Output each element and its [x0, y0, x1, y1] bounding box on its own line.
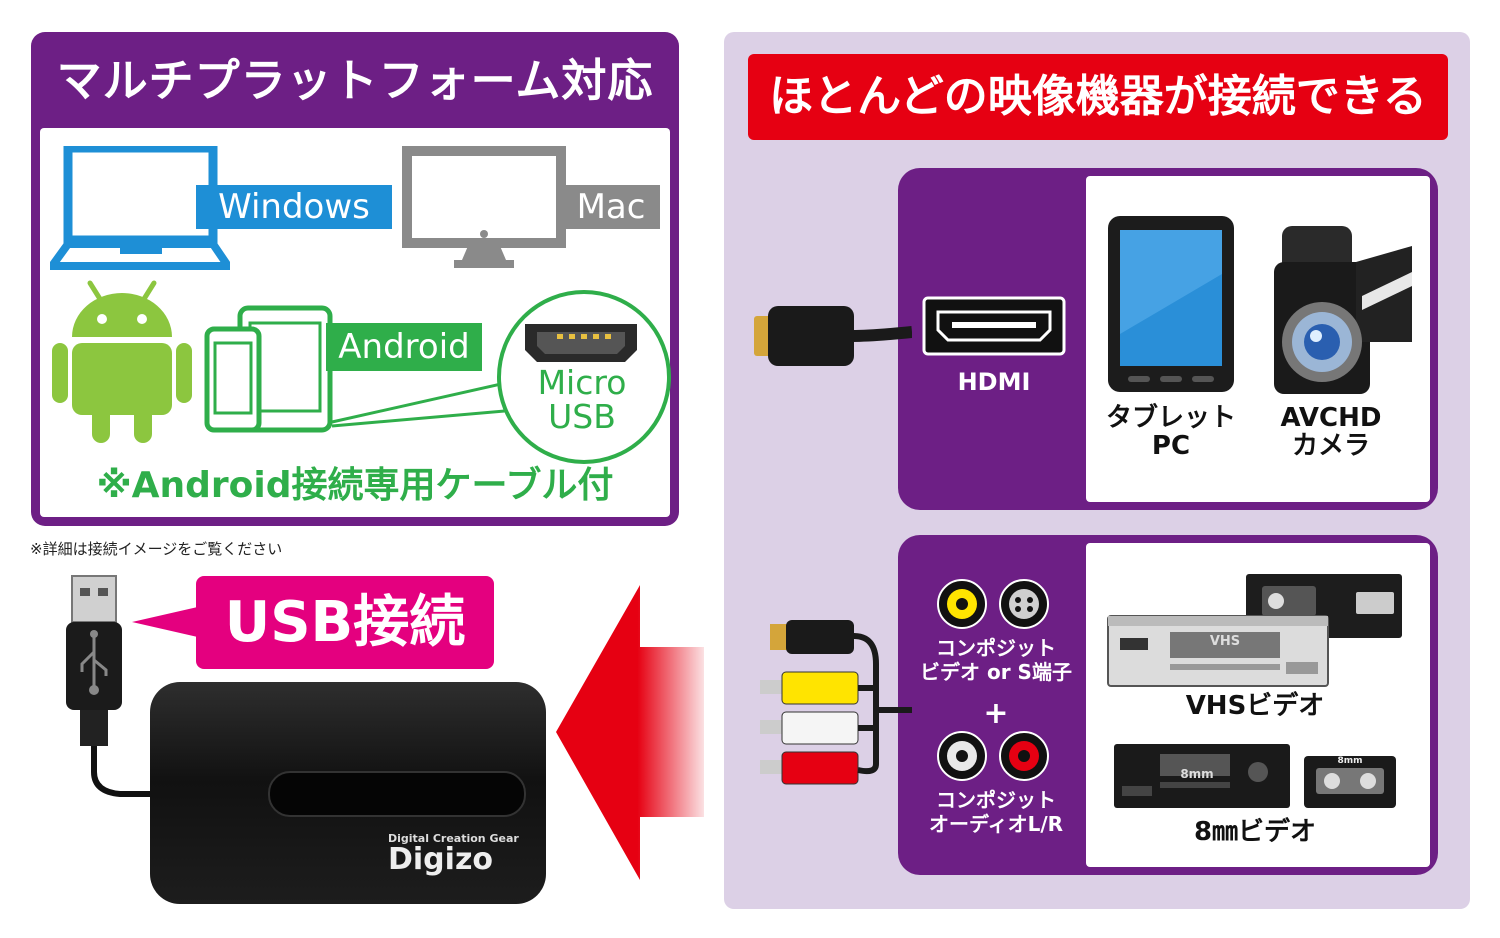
camcorder-icon [1274, 226, 1412, 394]
vhs-deck-text: VHS [1209, 634, 1241, 649]
red-arrow-icon [556, 585, 704, 880]
composite-video-jack-icon [937, 579, 987, 629]
usb-connection-badge: USB接続 [196, 576, 494, 669]
s-video-jack-icon [999, 579, 1049, 629]
hdmi-cable-icon [754, 306, 912, 366]
rca-white-plug [760, 711, 859, 745]
composite-video-label-line2: ビデオ or S端子 [920, 660, 1072, 684]
hdmi-label: HDMI [957, 368, 1031, 396]
tablet-label-line1: タブレット [1105, 403, 1236, 433]
composite-audio-label-line2: オーディオL/R [928, 812, 1064, 836]
multiplatform-title: マルチプラットフォーム対応 [56, 54, 654, 107]
usb-plug-icon [66, 575, 160, 797]
devices-title: ほとんどの映像機器が接続できる [748, 54, 1448, 140]
rca-cable-icon [760, 620, 912, 785]
composite-audio-label: コンポジット オーディオL/R [906, 788, 1086, 836]
pointer-lines [331, 380, 517, 428]
eightmm-tape-icon [1304, 756, 1396, 808]
micro-usb-label-line2: USB [548, 397, 616, 436]
composite-video-label-line1: コンポジット [936, 636, 1056, 660]
micro-usb-label: Micro USB [499, 366, 665, 434]
tablet-label-line2: PC [1151, 431, 1191, 461]
avchd-label-line1: AVCHD [1280, 403, 1382, 433]
avchd-label: AVCHD カメラ [1256, 404, 1406, 460]
usb-bubble-pointer [132, 606, 202, 638]
composite-audio-label-line1: コンポジット [936, 788, 1056, 812]
audio-jack-red-icon [999, 731, 1049, 781]
micro-usb-port-icon [525, 324, 637, 362]
audio-jack-white-icon [937, 731, 987, 781]
avchd-label-line2: カメラ [1291, 431, 1370, 461]
tablet-label: タブレット PC [1096, 404, 1246, 460]
micro-usb-label-line1: Micro [537, 363, 627, 402]
vhs-deck-icon [1107, 615, 1329, 687]
monitor-icon [402, 146, 566, 268]
device-brand: Digizo [388, 842, 494, 877]
android-cable-note: ※Android接続専用ケーブル付 [96, 465, 614, 506]
device-slot [268, 771, 526, 817]
hdmi-port-icon [922, 296, 1066, 356]
eightmm-deck-icon [1114, 744, 1290, 808]
tablet-phone-icon [204, 305, 333, 433]
composite-audio-jacks [937, 731, 1049, 781]
composite-video-label: コンポジット ビデオ or S端子 [906, 636, 1086, 684]
android-label: Android [326, 323, 482, 371]
android-robot-icon [52, 280, 192, 443]
eightmm-tape-text: 8mm [1337, 756, 1363, 766]
eightmm-deck-text: 8mm [1180, 767, 1214, 781]
plus-sign: + [983, 696, 1009, 731]
eightmm-label: 8㎜ビデオ [1193, 817, 1317, 847]
micro-usb-circle [497, 290, 671, 464]
mac-label: Mac [562, 185, 660, 229]
vhs-label: VHSビデオ [1185, 691, 1325, 721]
device-tagline: Digital Creation Gear [388, 832, 519, 845]
tablet-icon [1108, 216, 1234, 392]
windows-label: Windows [196, 185, 392, 229]
rca-yellow-plug [760, 671, 859, 705]
rca-red-plug [760, 751, 859, 785]
composite-video-jacks [937, 579, 1049, 629]
image-note: ※詳細は接続イメージをご覧ください [30, 540, 283, 558]
